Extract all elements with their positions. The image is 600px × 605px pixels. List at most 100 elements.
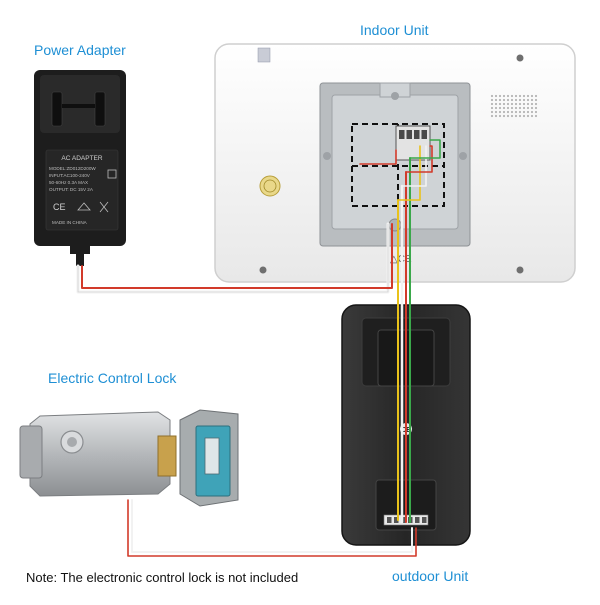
grille-hole bbox=[498, 98, 502, 102]
grille-hole bbox=[514, 106, 518, 110]
connector-pin bbox=[387, 517, 392, 523]
grille-hole bbox=[502, 114, 506, 118]
grille-hole bbox=[490, 106, 494, 110]
adapter-wire-red bbox=[81, 223, 393, 289]
terminal-pin bbox=[414, 130, 420, 139]
grille-hole bbox=[518, 98, 522, 102]
grille-hole bbox=[506, 106, 510, 110]
grille-hole bbox=[522, 110, 526, 114]
grille-hole bbox=[526, 102, 530, 106]
grille-hole bbox=[494, 106, 498, 110]
power-adapter-label: Power Adapter bbox=[34, 42, 126, 58]
grille-hole bbox=[490, 102, 494, 106]
electric-lock-label: Electric Control Lock bbox=[48, 370, 177, 386]
grille-hole bbox=[534, 94, 538, 98]
adapter-input: INPUT:AC100-240V bbox=[49, 173, 91, 178]
indoor-screw-top bbox=[516, 54, 524, 62]
adapter-prong-right bbox=[94, 91, 106, 127]
grille-hole bbox=[510, 114, 514, 118]
double-insulation-icon bbox=[107, 169, 117, 179]
grille-hole bbox=[490, 114, 494, 118]
adapter-freq: 50-60Hz 0.3A MAX bbox=[49, 180, 88, 185]
grille-hole bbox=[534, 110, 538, 114]
grille-hole bbox=[534, 98, 538, 102]
weee-bin-icon bbox=[99, 201, 109, 213]
connector-pin bbox=[422, 517, 427, 523]
grille-hole bbox=[526, 98, 530, 102]
grille-hole bbox=[530, 94, 534, 98]
adapter-prong-left bbox=[51, 91, 63, 127]
adapter-model: MODEL:ZD012D200W bbox=[49, 166, 96, 171]
grille-hole bbox=[530, 110, 534, 114]
grille-hole bbox=[522, 114, 526, 118]
lock-wire-white bbox=[131, 499, 413, 553]
outdoor-unit-label: outdoor Unit bbox=[392, 568, 469, 584]
lock-wire-red bbox=[127, 499, 417, 557]
adapter-ce-mark: CE bbox=[53, 202, 66, 212]
grille-hole bbox=[522, 102, 526, 106]
grille-hole bbox=[530, 102, 534, 106]
grille-hole bbox=[518, 102, 522, 106]
grille-hole bbox=[518, 114, 522, 118]
indoor-badge bbox=[259, 175, 281, 197]
grille-hole bbox=[534, 102, 538, 106]
grille-hole bbox=[526, 106, 530, 110]
grille-hole bbox=[506, 98, 510, 102]
wiring bbox=[76, 139, 441, 557]
grille-hole bbox=[526, 114, 530, 118]
grille-hole bbox=[498, 106, 502, 110]
grille-hole bbox=[514, 110, 518, 114]
grille-hole bbox=[518, 106, 522, 110]
connector-pin bbox=[415, 517, 420, 523]
grille-hole bbox=[534, 114, 538, 118]
grille-hole bbox=[498, 110, 502, 114]
grille-hole bbox=[490, 110, 494, 114]
grille-hole bbox=[518, 94, 522, 98]
indoor-unit: △CE bbox=[214, 43, 576, 283]
grille-hole bbox=[522, 94, 526, 98]
grille-hole bbox=[494, 94, 498, 98]
grille-hole bbox=[514, 102, 518, 106]
grille-hole bbox=[514, 94, 518, 98]
power-adapter: AC ADAPTER MODEL:ZD012D200W INPUT:AC100-… bbox=[34, 70, 126, 266]
grille-hole bbox=[494, 98, 498, 102]
grille-hole bbox=[498, 102, 502, 106]
grille-hole bbox=[494, 114, 498, 118]
adapter-output: OUTPUT: DC 15V 2A bbox=[49, 187, 94, 192]
connector-pin bbox=[394, 517, 399, 523]
grille-hole bbox=[502, 98, 506, 102]
grille-hole bbox=[502, 106, 506, 110]
terminal-pin bbox=[399, 130, 405, 139]
grille-hole bbox=[490, 98, 494, 102]
grille-hole bbox=[522, 106, 526, 110]
grille-hole bbox=[494, 102, 498, 106]
grille-hole bbox=[514, 98, 518, 102]
grille-hole bbox=[522, 98, 526, 102]
grille-hole bbox=[490, 94, 494, 98]
grille-hole bbox=[498, 114, 502, 118]
adapter-origin: MADE IN CHINA bbox=[52, 220, 88, 225]
indoor-sticker bbox=[257, 47, 271, 63]
speaker-grille bbox=[490, 94, 538, 118]
grille-hole bbox=[506, 102, 510, 106]
grille-hole bbox=[506, 94, 510, 98]
note-text: Note: The electronic control lock is not… bbox=[26, 570, 299, 585]
lock-bolt bbox=[157, 435, 177, 477]
indoor-screw-left bbox=[259, 266, 267, 274]
adapter-heading: AC ADAPTER bbox=[61, 155, 102, 162]
terminal-pin bbox=[421, 130, 427, 139]
indoor-screw-right bbox=[516, 266, 524, 274]
grille-hole bbox=[510, 98, 514, 102]
grille-hole bbox=[502, 102, 506, 106]
grille-hole bbox=[534, 106, 538, 110]
grille-hole bbox=[530, 114, 534, 118]
grille-hole bbox=[514, 114, 518, 118]
grille-hole bbox=[526, 110, 530, 114]
grille-hole bbox=[530, 98, 534, 102]
house-symbol-icon bbox=[77, 202, 91, 211]
electric-lock bbox=[19, 409, 239, 507]
grille-hole bbox=[510, 94, 514, 98]
indoor-unit-label: Indoor Unit bbox=[360, 22, 429, 38]
